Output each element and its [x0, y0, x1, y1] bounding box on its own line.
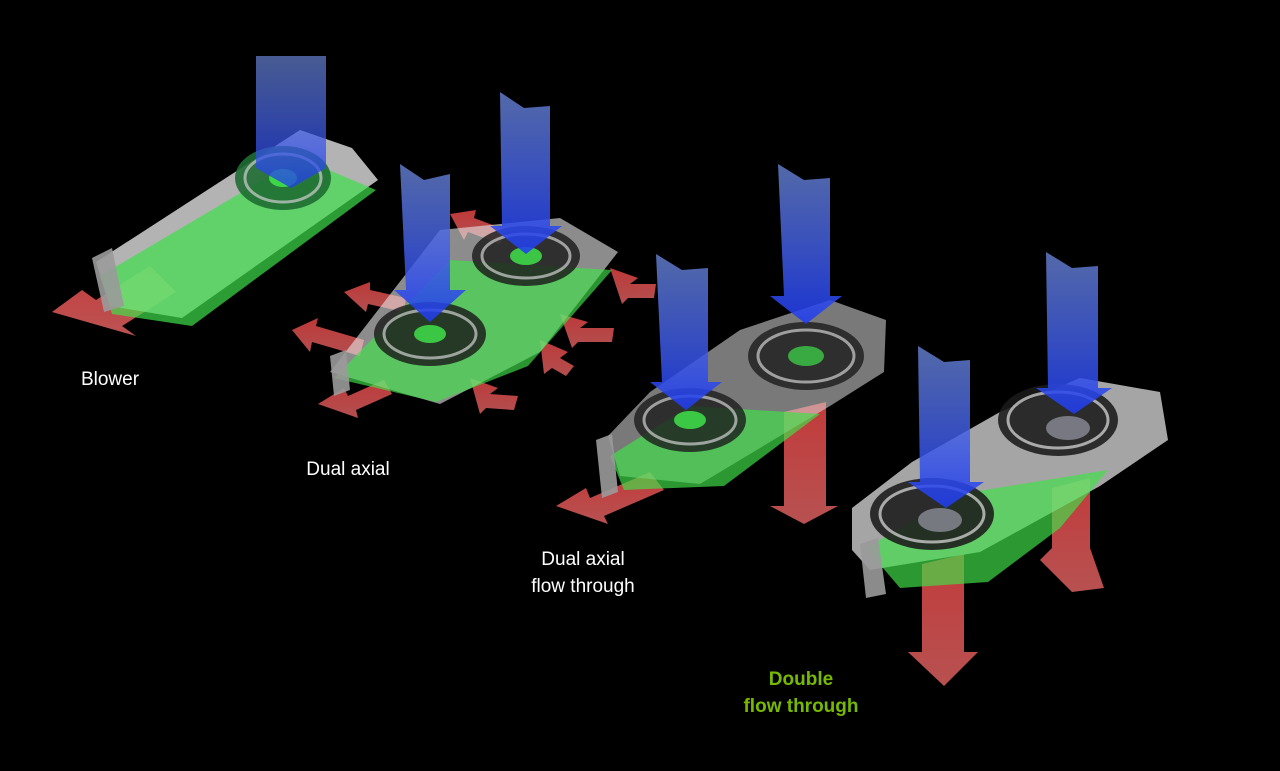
io-bracket [596, 434, 618, 498]
intake-arrow-icon [770, 164, 842, 324]
card-dual-axial-flow-through [556, 164, 886, 524]
label-dual-axial: Dual axial [288, 456, 408, 483]
label-double-flow-through: Double flow through [724, 666, 878, 720]
label-line: Dual axial [306, 459, 390, 480]
intake-arrow-icon [1036, 252, 1112, 414]
io-bracket [92, 248, 124, 312]
exhaust-arrow-icon [908, 554, 978, 686]
label-line: flow through [531, 576, 635, 597]
io-bracket [860, 538, 886, 598]
label-blower: Blower [60, 366, 160, 393]
fan-icon [472, 226, 580, 286]
label-line: Blower [80, 369, 140, 390]
intake-arrow-icon [394, 164, 466, 322]
label-dual-axial-flow-through: Dual axial flow through [508, 546, 658, 600]
card-double-flow-through [852, 252, 1168, 686]
intake-arrow-icon [908, 346, 984, 508]
intake-arrow-icon [256, 56, 326, 188]
intake-arrow-icon [490, 92, 562, 254]
fan-icon [748, 322, 864, 390]
label-line: Double [768, 669, 834, 690]
io-bracket [330, 350, 350, 396]
label-line: Dual axial [541, 549, 625, 570]
fan-icon [374, 302, 486, 366]
card-blower [52, 56, 378, 336]
intake-arrow-icon [650, 254, 722, 410]
label-line: flow through [743, 696, 859, 717]
card-dual-axial [292, 92, 656, 418]
